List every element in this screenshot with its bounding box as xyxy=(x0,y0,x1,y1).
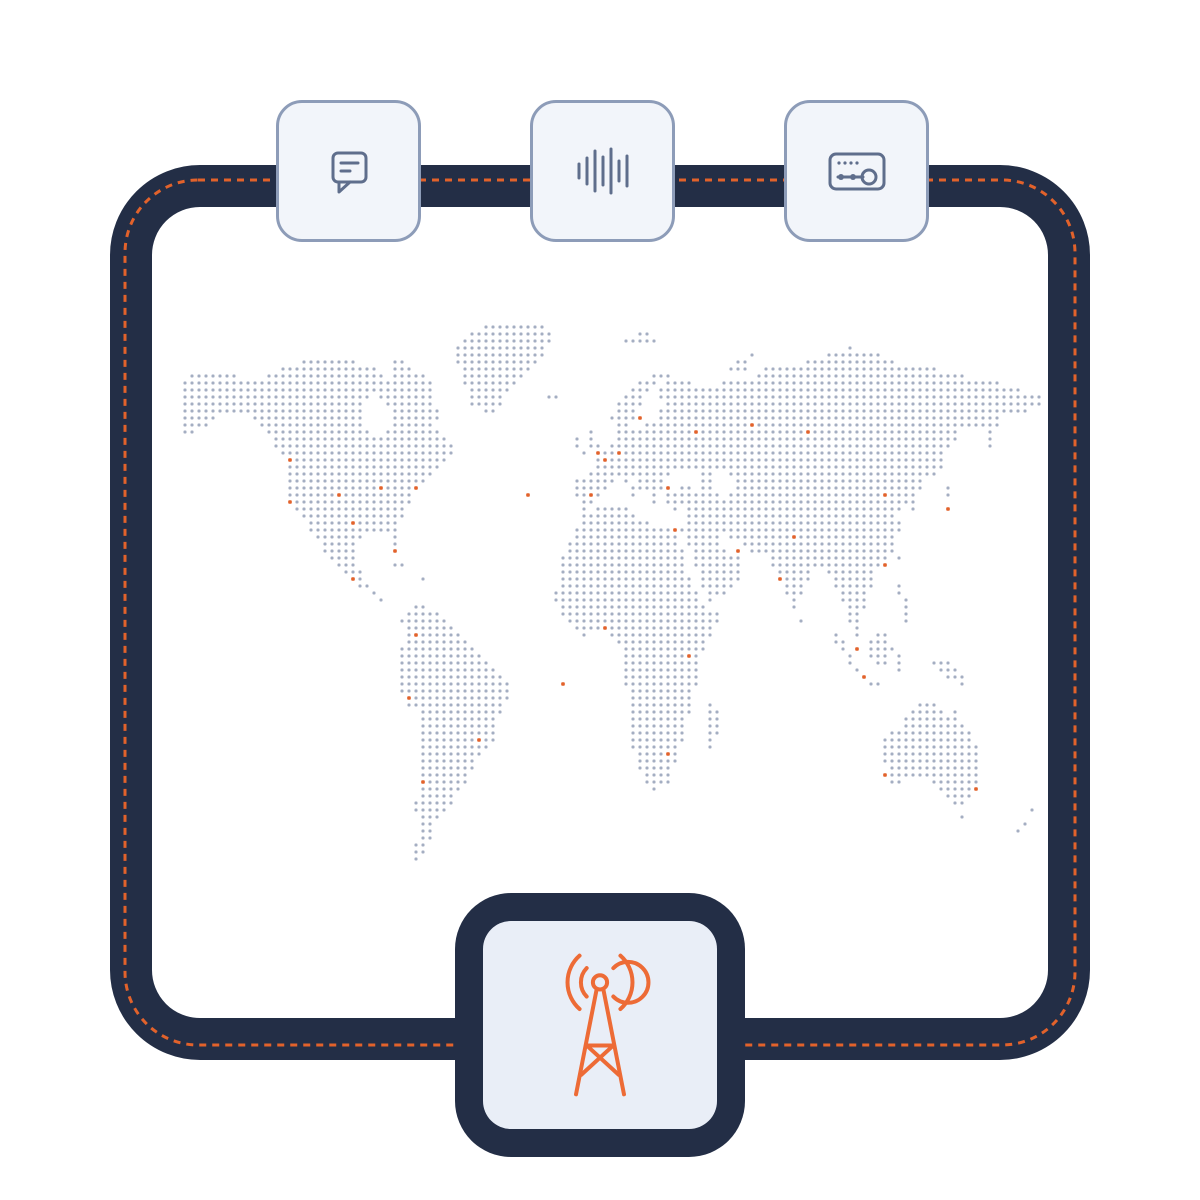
audio-waveform-icon xyxy=(577,147,628,195)
access-key-card xyxy=(784,100,929,242)
audio-waveform-card xyxy=(530,100,675,242)
chat-message-card xyxy=(276,100,421,242)
radio-tower-card-face xyxy=(483,921,717,1129)
chat-message-icon xyxy=(331,151,367,194)
radio-tower-icon xyxy=(565,953,651,1097)
radio-tower-card xyxy=(455,893,745,1157)
access-key-card-icon xyxy=(828,152,885,191)
